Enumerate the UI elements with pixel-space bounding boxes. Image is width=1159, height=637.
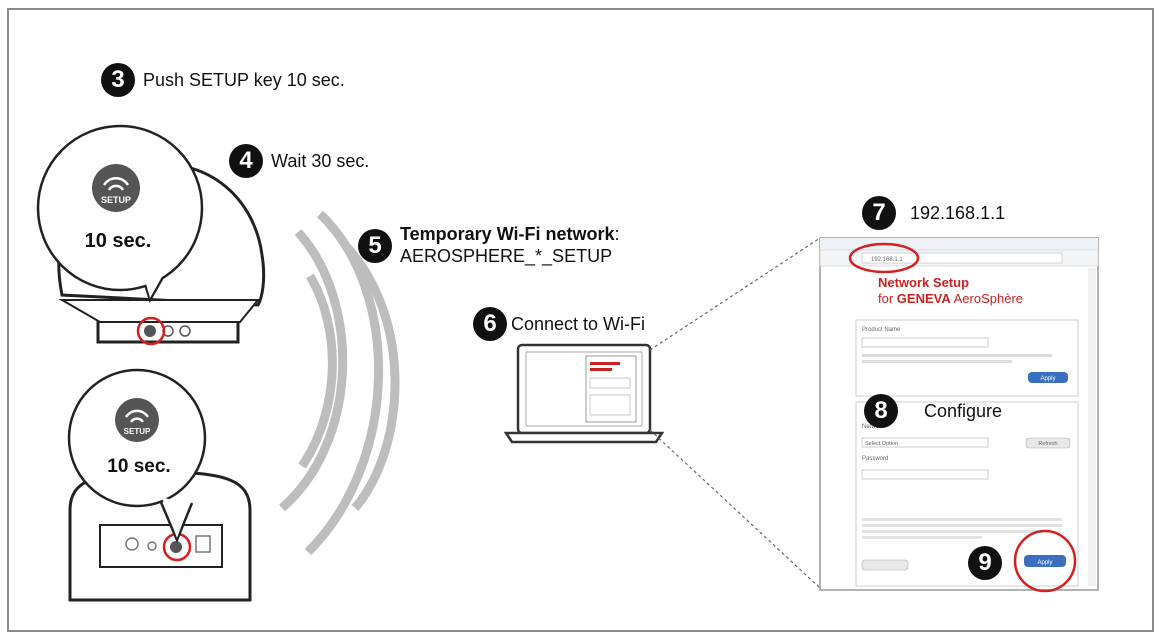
setup-button-bottom — [170, 541, 182, 553]
refresh-button — [1025, 437, 1071, 449]
apply-button-product — [1028, 372, 1068, 383]
apply-button-network — [1024, 555, 1066, 567]
svg-text:SETUP: SETUP — [101, 195, 131, 205]
laptop-icon — [503, 343, 665, 444]
svg-text:Password: Password — [862, 456, 888, 462]
highlight-address — [848, 242, 920, 274]
step-label: Push SETUP key 10 sec. — [143, 69, 345, 90]
speaker-bottom — [68, 470, 252, 602]
setup-key-icon-bottom — [115, 398, 159, 442]
callout-bottom: SETUP 10 sec. — [67, 368, 207, 544]
step-4: 4 Wait 30 sec. — [229, 144, 369, 178]
wifi-network-separator: : — [614, 224, 620, 244]
step-badge: 9 — [968, 546, 1002, 580]
network-select — [861, 437, 989, 448]
step-7: 7 192.168.1.1 — [862, 196, 1005, 230]
step-badge: 3 — [101, 63, 135, 97]
step-5: 5 Temporary Wi-Fi network: AEROSPHERE_*_… — [358, 223, 620, 267]
zoom-lines — [649, 237, 821, 589]
svg-text:192.168.1.1: 192.168.1.1 — [871, 257, 903, 263]
svg-text:Network Setup: Network Setup — [878, 275, 969, 290]
step-badge: 6 — [473, 307, 507, 341]
callout-top: SETUP 10 sec. — [36, 124, 204, 304]
svg-text:10 sec.: 10 sec. — [107, 456, 170, 477]
svg-text:Apply: Apply — [1037, 560, 1052, 566]
step-3: 3 Push SETUP key 10 sec. — [101, 63, 345, 97]
svg-text:for GENEVA AeroSphère: for GENEVA AeroSphère — [878, 291, 1023, 306]
step-label: 192.168.1.1 — [910, 202, 1006, 223]
svg-text:10 sec.: 10 sec. — [85, 230, 152, 252]
diagram-frame — [7, 8, 1154, 632]
highlight-apply — [1013, 529, 1077, 593]
step-label: Wait 30 sec. — [271, 150, 370, 171]
svg-text:SETUP: SETUP — [124, 427, 151, 436]
step-badge: 5 — [358, 229, 392, 263]
step-badge: 4 — [229, 144, 263, 178]
svg-text:Network: Network — [862, 424, 885, 430]
step-label: Configure — [924, 400, 1003, 421]
step-8: 8 Configure — [864, 394, 1002, 428]
step-badge: 7 — [862, 196, 896, 230]
setup-button-top — [144, 325, 156, 337]
svg-text:Product Name: Product Name — [862, 327, 901, 333]
wifi-network-ssid: AEROSPHERE_*_SETUP — [400, 246, 613, 266]
wifi-network-title: Temporary Wi-Fi network — [400, 224, 615, 244]
wifi-waves — [279, 210, 400, 556]
step-6: 6 Connect to Wi-Fi — [473, 307, 645, 341]
svg-text:Select Option: Select Option — [865, 441, 898, 447]
svg-text:Apply: Apply — [1040, 376, 1055, 382]
svg-text:Refresh: Refresh — [1038, 441, 1057, 447]
address-bar — [861, 252, 1063, 264]
step-9: 9 — [968, 546, 1002, 580]
step-badge: 8 — [864, 394, 898, 428]
password-field — [861, 469, 989, 480]
step-label: Connect to Wi-Fi — [511, 313, 646, 334]
setup-key-icon-top — [92, 164, 140, 212]
highlight-circle-top — [136, 316, 166, 346]
